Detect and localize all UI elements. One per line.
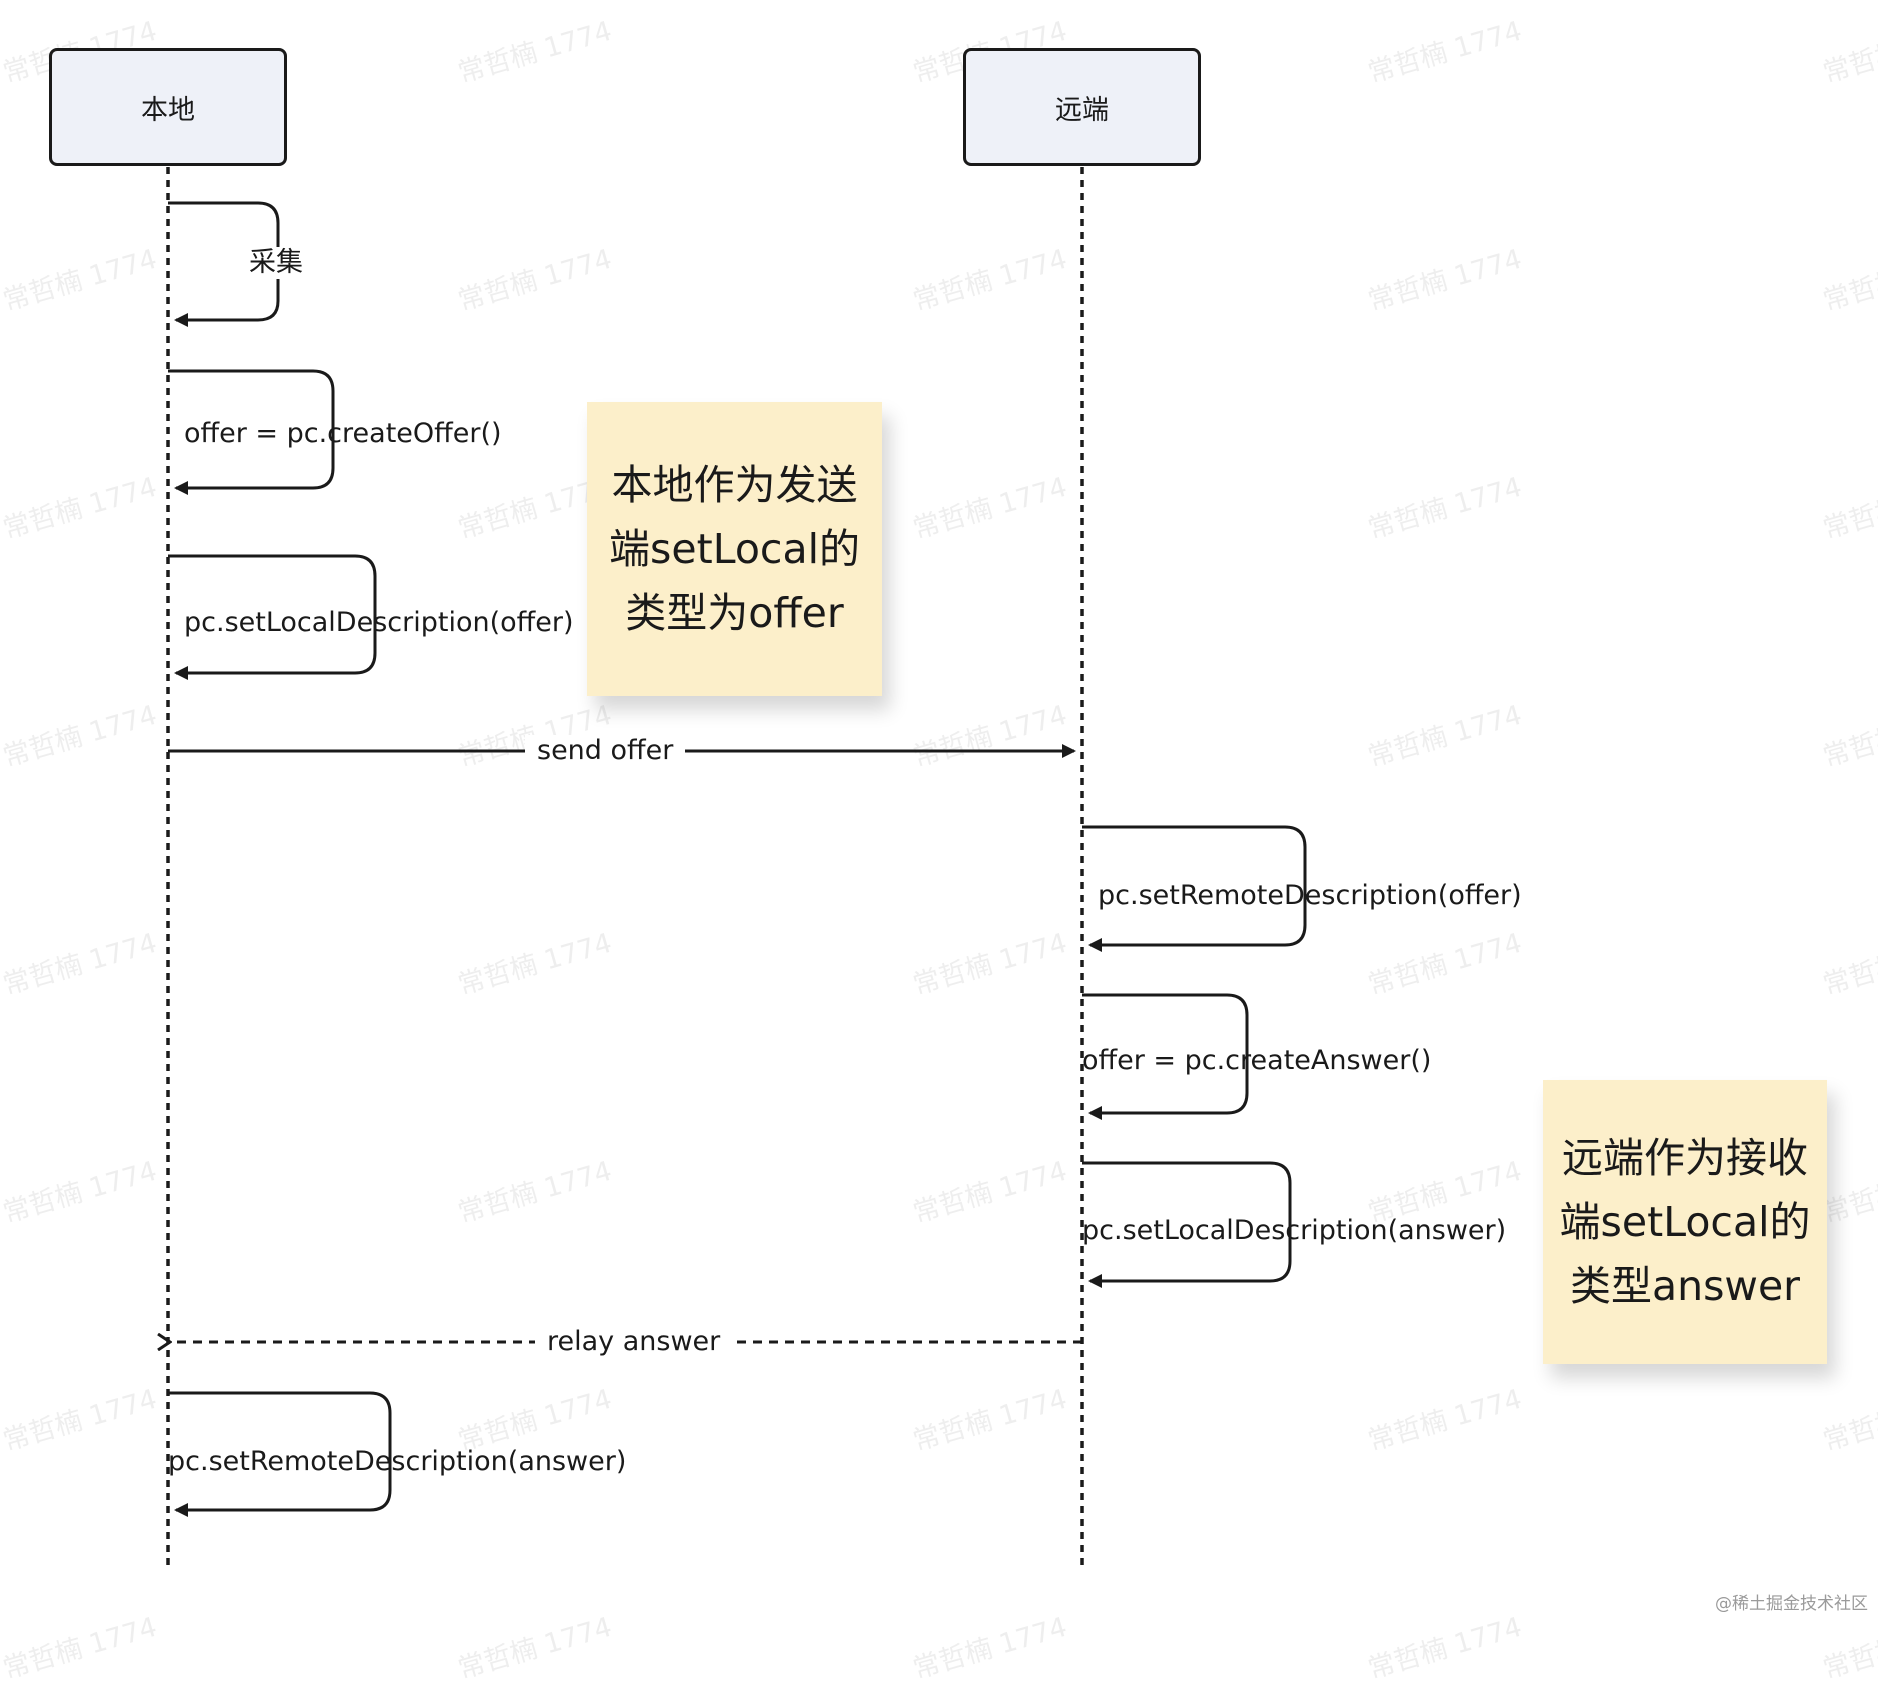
label-set-local-answer: pc.setLocalDescription(answer) — [1082, 1215, 1507, 1246]
label-set-remote-answer: pc.setRemoteDescription(answer) — [168, 1446, 627, 1477]
note-local-line-1: 本地作为发送 — [611, 461, 858, 509]
self-loop-set-local-answer — [1082, 1161, 1292, 1288]
self-loop-set-remote-offer — [1082, 825, 1307, 952]
actor-local-label: 本地 — [141, 94, 195, 126]
actor-remote: 远端 — [963, 48, 1201, 166]
self-loop-create-offer — [168, 369, 335, 495]
actor-remote-label: 远端 — [1055, 94, 1109, 126]
note-remote-line-1: 远端作为接收 — [1562, 1134, 1808, 1182]
note-local-line-3: 类型为offer — [625, 589, 844, 637]
note-remote-line-3: 类型answer — [1569, 1262, 1801, 1310]
label-create-answer: offer = pc.createAnswer() — [1082, 1045, 1432, 1076]
label-relay-answer: relay answer — [535, 1326, 733, 1358]
label-collect: 采集 — [237, 247, 315, 279]
label-send-offer: send offer — [525, 735, 686, 767]
label-set-remote-offer: pc.setRemoteDescription(offer) — [1098, 880, 1522, 911]
actor-local: 本地 — [49, 48, 287, 166]
self-loop-set-local-offer — [168, 554, 377, 680]
note-remote-answer: 远端作为接收 端setLocal的 类型answer — [1543, 1080, 1827, 1364]
diagram-canvas — [0, 167, 1307, 1568]
note-local-offer: 本地作为发送 端setLocal的 类型为offer — [587, 402, 882, 696]
self-loop-set-remote-answer — [168, 1391, 392, 1517]
source-credit: @稀土掘金技术社区 — [1715, 1594, 1868, 1614]
self-loop-create-answer — [1082, 993, 1249, 1120]
note-remote-line-2: 端setLocal的 — [1559, 1198, 1811, 1246]
note-local-line-2: 端setLocal的 — [609, 525, 860, 573]
label-create-offer: offer = pc.createOffer() — [184, 418, 502, 449]
label-set-local-offer: pc.setLocalDescription(offer) — [184, 607, 574, 638]
